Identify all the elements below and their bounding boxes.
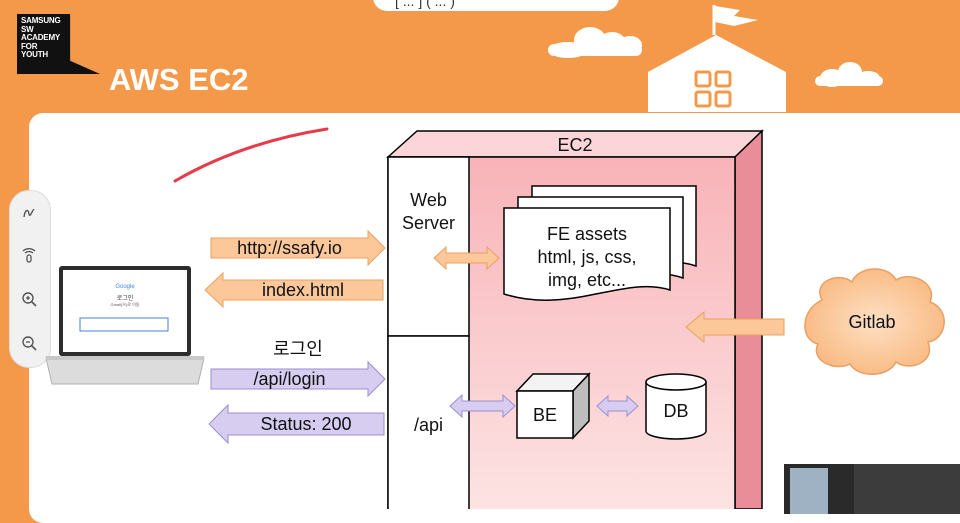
zoom-out-icon[interactable]: [20, 334, 38, 352]
pen-icon[interactable]: [20, 204, 38, 222]
video-window-area: [790, 468, 828, 514]
web-server-label: Web Server: [401, 190, 455, 233]
page-title: AWS EC2: [109, 62, 249, 97]
cloud-right-icon: [815, 62, 883, 87]
login-arrow: [210, 360, 386, 398]
laptop-heading: 로그인: [116, 296, 134, 302]
login-korean-label: 로그인: [273, 339, 323, 359]
gitlab-label: Gitlab: [848, 312, 896, 332]
architecture-diagram: [45, 127, 945, 509]
laptop-subheading: Gmail(으)로 이동: [110, 302, 140, 307]
api-be-arrow: [449, 393, 516, 419]
ec2-label: EC2: [557, 135, 593, 155]
laptop-brand: Google: [115, 284, 135, 290]
cloud-left-icon: [548, 27, 642, 58]
api-label: /api: [413, 415, 444, 435]
header-decoration: [548, 5, 883, 112]
pointer-icon[interactable]: [20, 247, 38, 265]
laptop-icon: [45, 266, 205, 385]
status-label: Status: 200: [260, 414, 352, 434]
logo-text: SAMSUNG SW ACADEMY FOR YOUTH: [21, 16, 61, 60]
video-wall-area: [854, 464, 960, 514]
top-pill-text: [ ... ] ( ... ): [395, 0, 455, 9]
gitlab-arrow: [685, 310, 785, 344]
be-cube: [515, 372, 591, 440]
annotation-toolbar: [9, 190, 51, 368]
be-db-arrow: [596, 394, 639, 418]
pen-stroke: [173, 127, 329, 183]
be-label: BE: [532, 405, 557, 425]
web-fe-arrow: [433, 245, 500, 271]
api-login-label: /api/login: [253, 369, 326, 389]
top-pill: [373, 0, 619, 11]
house-icon: [648, 5, 786, 112]
fe-assets-label: FE assets html, js, css, img, etc...: [537, 224, 637, 290]
zoom-in-icon[interactable]: [20, 290, 38, 308]
fe-assets-docs: [503, 185, 697, 301]
db-label: DB: [663, 401, 689, 421]
db-cylinder: [645, 373, 707, 440]
status-arrow: [208, 403, 385, 445]
api-box: [387, 335, 470, 509]
web-server-box: [387, 156, 470, 337]
gitlab-cloud: [804, 268, 945, 375]
presenter-video: [784, 464, 960, 514]
index-html-label: index.html: [261, 280, 345, 300]
index-arrow: [204, 271, 384, 309]
http-url-label: http://ssafy.io: [237, 238, 342, 258]
http-arrow: [210, 229, 386, 267]
